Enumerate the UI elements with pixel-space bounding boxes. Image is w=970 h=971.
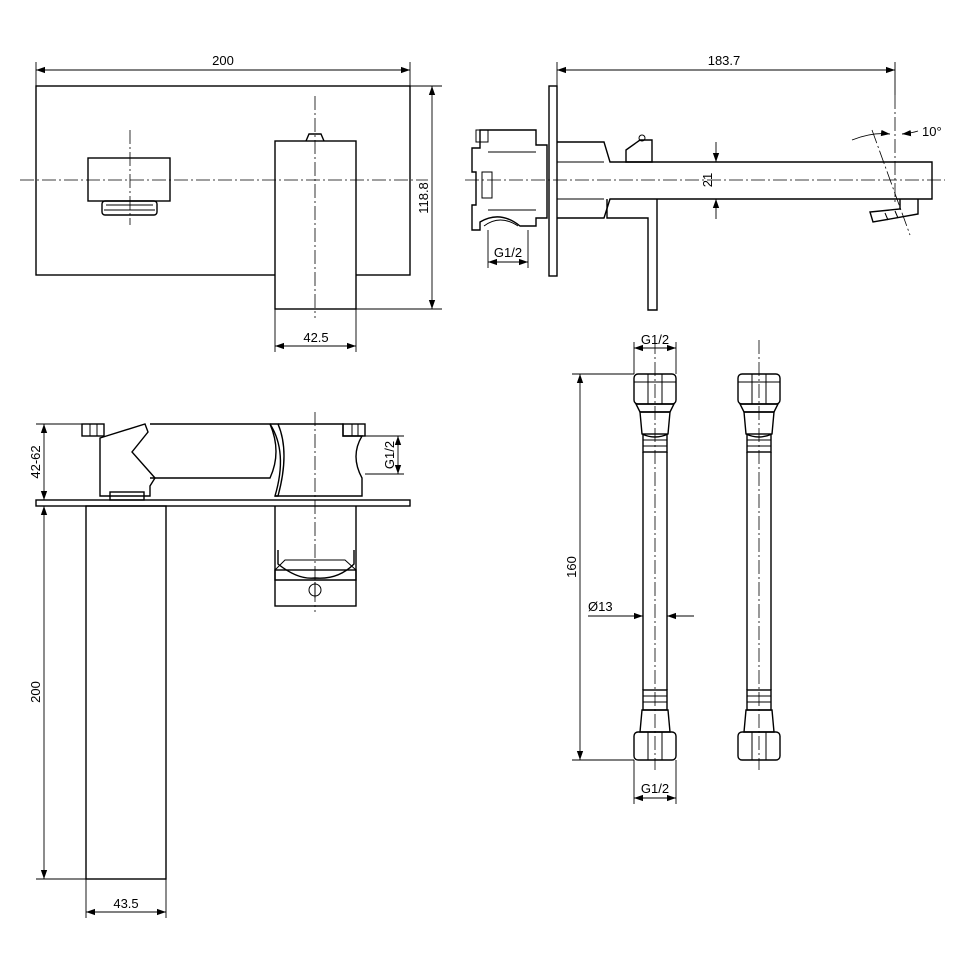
lever-handle xyxy=(274,140,357,310)
dim-hose-top-thread: G1/2 xyxy=(641,332,669,347)
dim-front-width: 200 xyxy=(212,53,234,68)
dim-side-length: 183.7 xyxy=(708,53,741,68)
dim-lever-width: 42.5 xyxy=(303,330,328,345)
dim-side-inlet-thread: G1/2 xyxy=(494,245,522,260)
top-spout xyxy=(85,505,167,880)
top-wall-plate xyxy=(35,499,411,507)
dim-top-spout-width: 43.5 xyxy=(113,896,138,911)
aerator xyxy=(101,200,158,216)
dim-top-spout-length: 200 xyxy=(28,681,43,703)
dim-hose-diameter: Ø13 xyxy=(588,599,613,614)
dim-front-height: 118.8 xyxy=(416,182,431,214)
front-view: 200 118.8 42.5 xyxy=(20,53,442,352)
spout-outlet xyxy=(87,157,171,202)
hose-left xyxy=(633,340,677,770)
hose-right xyxy=(737,340,781,770)
dim-top-depth-range: 42-62 xyxy=(28,445,43,478)
dim-hose-bottom-thread: G1/2 xyxy=(641,781,669,796)
top-view: 42-62 G1/2 200 43.5 xyxy=(28,412,411,918)
wall-plate xyxy=(35,85,411,276)
dim-hose-length: 160 xyxy=(564,556,579,578)
hose-dimensions: G1/2 160 Ø13 G1/2 xyxy=(564,332,694,804)
dim-top-thread: G1/2 xyxy=(382,441,397,469)
side-wall-plate xyxy=(548,85,558,277)
dim-side-spout-height: 21 xyxy=(700,173,715,187)
side-view: 183.7 21 G1/2 10° xyxy=(465,53,945,311)
dim-side-angle: 10° xyxy=(922,124,942,139)
